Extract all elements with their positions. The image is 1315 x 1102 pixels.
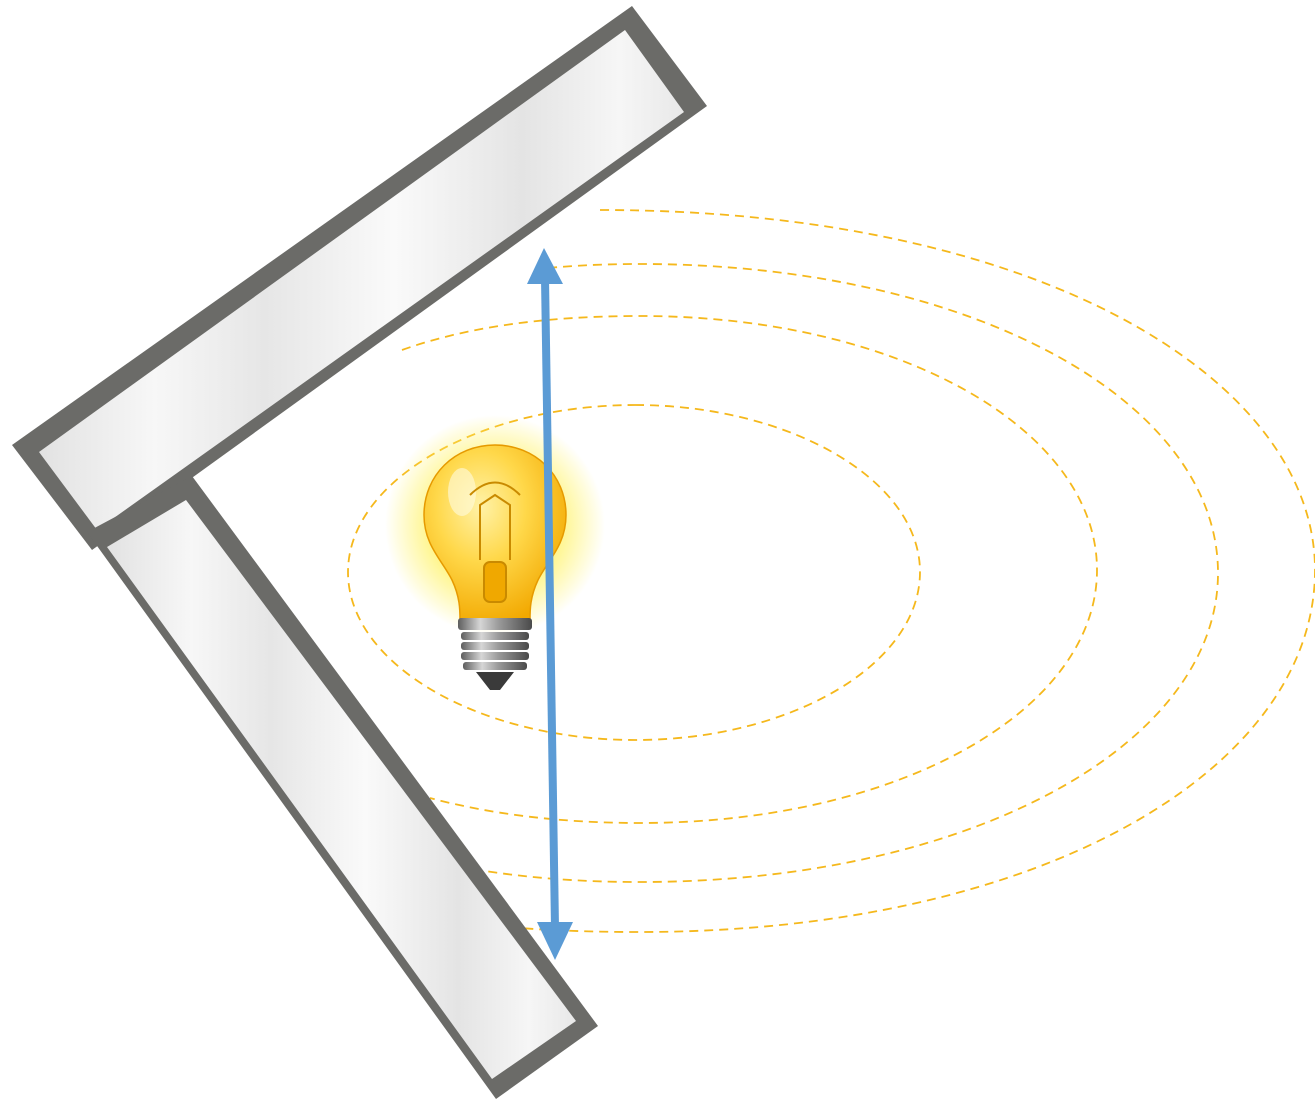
light-bulb-icon [385, 415, 605, 690]
arrow-head-top [527, 248, 563, 284]
arrow-shaft [545, 278, 555, 928]
upper-panel-glass [39, 30, 684, 530]
bulb-base-threads [461, 632, 529, 670]
bulb-tip [476, 672, 514, 690]
bulb-base-collar [458, 618, 532, 630]
upper-mirror-panel [12, 6, 707, 550]
